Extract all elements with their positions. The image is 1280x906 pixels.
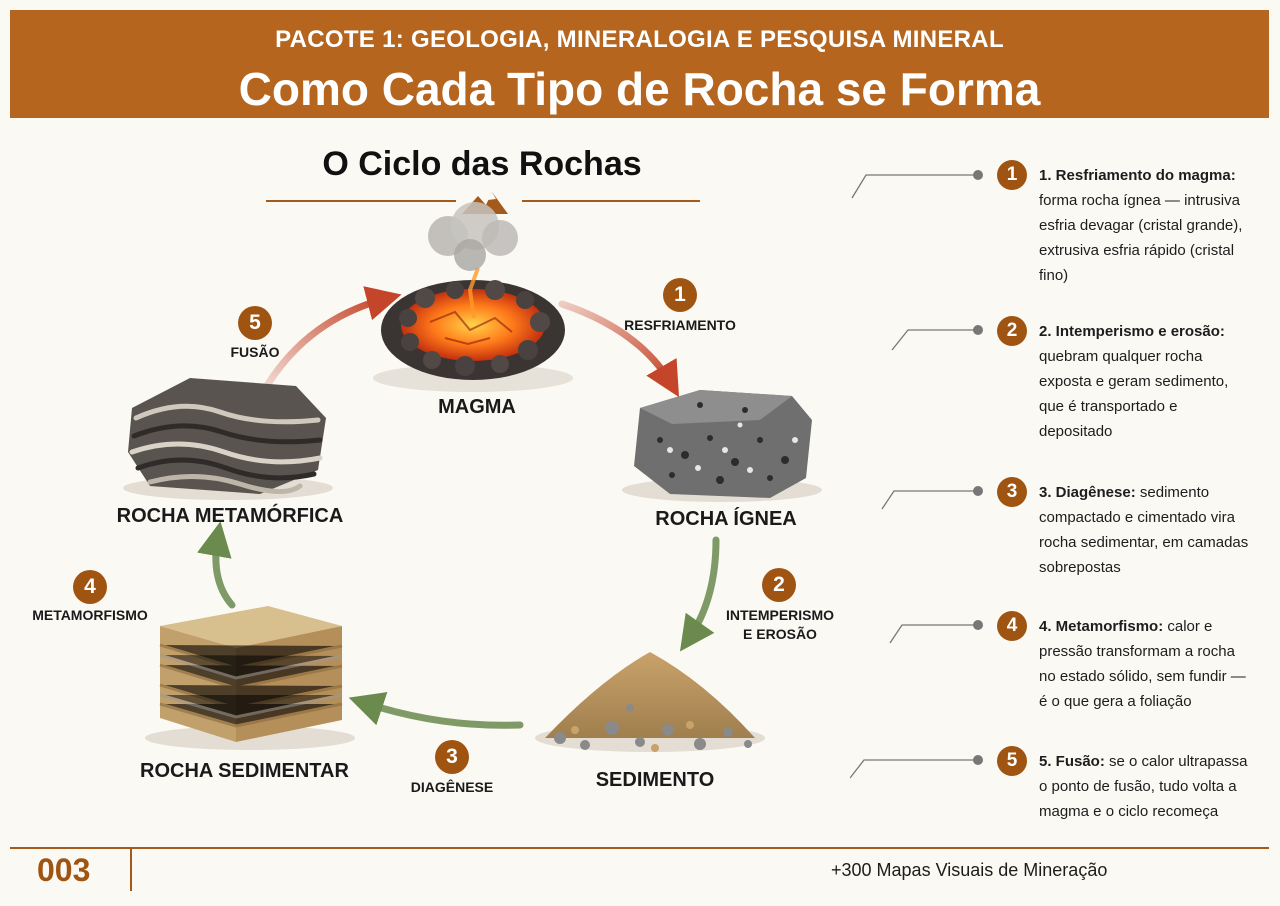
legend-item-2: 2 2. Intemperismo e erosão: quebram qual… bbox=[850, 316, 1260, 446]
leader-line-4 bbox=[889, 620, 983, 644]
legend-badge-4: 4 bbox=[997, 611, 1027, 641]
legend-title-4: 4. Metamorfismo: bbox=[1039, 618, 1164, 635]
legend-body-4: calor e pressão transformam a rocha no e… bbox=[1039, 618, 1246, 710]
legend-badge-1: 1 bbox=[997, 160, 1027, 190]
leader-line-5 bbox=[850, 755, 983, 779]
legend-text-4: 4. Metamorfismo: calor e pressão transfo… bbox=[1039, 614, 1254, 714]
legend-title-3: 3. Diagênese: bbox=[1039, 484, 1136, 501]
metamorphic-rock-illustration bbox=[123, 378, 333, 500]
legend-title-1: 1. Resfriamento do magma: bbox=[1039, 167, 1236, 184]
step-badge-5: 5 bbox=[238, 306, 272, 340]
legend-text-3: 3. Diagênese: sedimento compactado e cim… bbox=[1039, 480, 1254, 580]
legend-item-5: 5 5. Fusão: se o calor ultrapassa o pont… bbox=[850, 746, 1260, 876]
step-label-5-text: FUSÃO bbox=[230, 344, 280, 360]
sediment-illustration bbox=[535, 652, 765, 752]
arrow-resfriamento bbox=[558, 300, 680, 398]
step-label-5: FUSÃO bbox=[215, 343, 295, 362]
step-label-3-text: DIAGÊNESE bbox=[410, 779, 494, 795]
node-label-sedimentar: ROCHA SEDIMENTAR bbox=[140, 760, 349, 782]
step-label-2-line1: INTEMPERISMO bbox=[725, 607, 835, 623]
legend-item-3: 3 3. Diagênese: sedimento compactado e c… bbox=[850, 477, 1260, 607]
legend-body-5: se o calor ultrapassa o ponto de fusão, … bbox=[1039, 753, 1248, 820]
legend-badge-2: 2 bbox=[997, 316, 1027, 346]
step-label-4-text: METAMORFISMO bbox=[32, 607, 148, 623]
legend-body-3: sedimento compactado e cimentado vira ro… bbox=[1039, 484, 1249, 576]
step-label-2-line2: E EROSÃO bbox=[743, 626, 817, 642]
arrow-fusao bbox=[264, 286, 402, 388]
arrow-metamorfismo bbox=[197, 521, 236, 609]
title-rule-left bbox=[266, 200, 456, 202]
igneous-rock-illustration bbox=[622, 390, 822, 502]
step-label-2: INTEMPERISMO E EROSÃO bbox=[720, 606, 840, 644]
leader-line-3 bbox=[881, 486, 983, 510]
step-badge-1: 1 bbox=[663, 278, 697, 312]
legend-item-1: 1 1. Resfriamento do magma: forma rocha … bbox=[850, 160, 1260, 290]
step-label-3: DIAGÊNESE bbox=[395, 778, 509, 797]
header-banner: PACOTE 1: GEOLOGIA, MINERALOGIA E PESQUI… bbox=[10, 10, 1269, 118]
step-label-4: METAMORFISMO bbox=[30, 606, 150, 625]
legend-text-5: 5. Fusão: se o calor ultrapassa o ponto … bbox=[1039, 749, 1254, 824]
legend-text-1: 1. Resfriamento do magma: forma rocha íg… bbox=[1039, 163, 1254, 288]
node-label-sedimento: SEDIMENTO bbox=[595, 769, 715, 791]
header-kicker: PACOTE 1: GEOLOGIA, MINERALOGIA E PESQUI… bbox=[275, 26, 1004, 53]
legend-body-1: forma rocha ígnea — intrusiva esfria dev… bbox=[1039, 192, 1243, 284]
title-rule-right bbox=[522, 200, 700, 202]
leader-line-2 bbox=[891, 325, 983, 351]
footer-divider bbox=[130, 849, 132, 891]
arrow-intemperismo bbox=[679, 536, 720, 652]
legend-item-4: 4 4. Metamorfismo: calor e pressão trans… bbox=[850, 611, 1260, 741]
step-badge-3: 3 bbox=[435, 740, 469, 774]
footer-rule bbox=[10, 847, 1269, 849]
legend-title-5: 5. Fusão: bbox=[1039, 753, 1105, 770]
node-label-ignea: ROCHA ÍGNEA bbox=[655, 508, 797, 530]
legend-text-2: 2. Intemperismo e erosão: quebram qualqu… bbox=[1039, 319, 1254, 444]
series-name: +300 Mapas Visuais de Mineração bbox=[831, 860, 1108, 880]
legend-body-2: quebram qualquer rocha exposta e geram s… bbox=[1039, 348, 1229, 440]
leader-line-1 bbox=[851, 170, 983, 199]
step-badge-4: 4 bbox=[73, 570, 107, 604]
magma-illustration bbox=[373, 202, 573, 392]
page-number: 003 bbox=[37, 852, 91, 888]
step-badge-2: 2 bbox=[762, 568, 796, 602]
arrow-diagenese bbox=[348, 692, 524, 729]
legend-title-2: 2. Intemperismo e erosão: bbox=[1039, 323, 1225, 340]
header-title: Como Cada Tipo de Rocha se Forma bbox=[238, 63, 1041, 115]
step-label-1-text: RESFRIAMENTO bbox=[624, 317, 736, 333]
sedimentary-rock-illustration bbox=[145, 606, 355, 750]
node-label-metamorfica: ROCHA METAMÓRFICA bbox=[116, 505, 344, 527]
step-label-1: RESFRIAMENTO bbox=[620, 316, 740, 335]
cycle-title: O Ciclo das Rochas bbox=[322, 145, 642, 183]
legend-badge-3: 3 bbox=[997, 477, 1027, 507]
legend-badge-5: 5 bbox=[997, 746, 1027, 776]
node-label-magma: MAGMA bbox=[438, 396, 516, 418]
